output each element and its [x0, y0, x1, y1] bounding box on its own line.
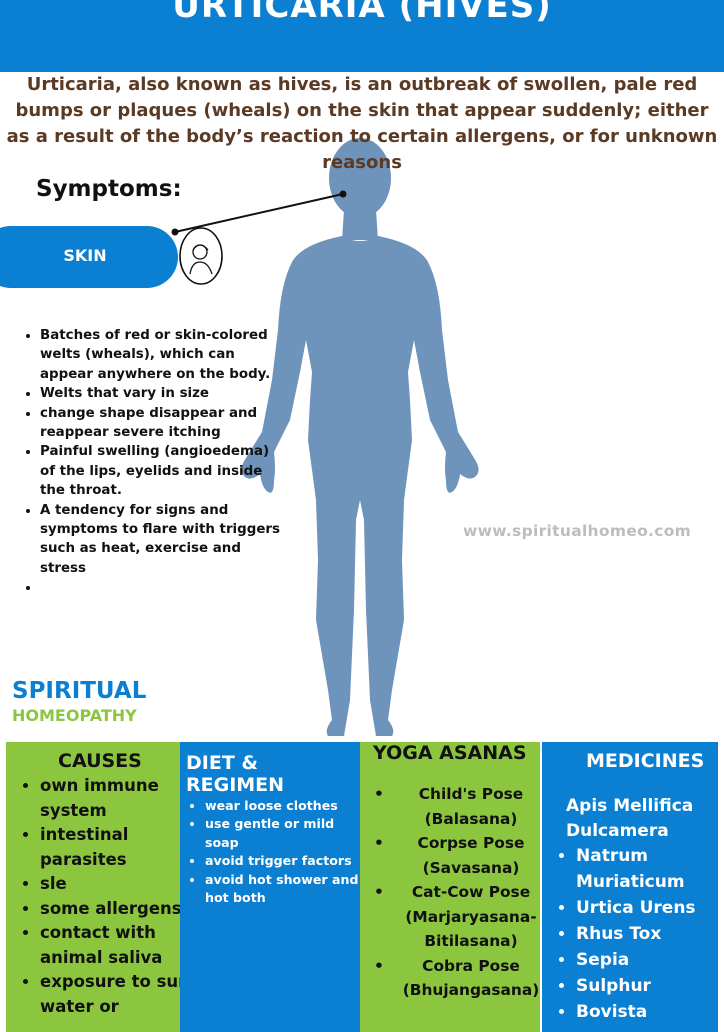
medicine-item: Sepia — [576, 947, 724, 973]
symptom-item: Batches of red or skin-colored welts (wh… — [40, 326, 280, 384]
skin-pill — [0, 226, 178, 288]
symptom-item: Painful swelling (angioedema) of the lip… — [40, 442, 280, 500]
diet-panel: DIET & REGIMEN wear loose clothes use ge… — [180, 742, 360, 1032]
diet-list: wear loose clothes use gentle or mild so… — [192, 797, 371, 907]
medicine-item: Natrum Muriaticum — [576, 843, 724, 895]
cause-item: own immune system — [40, 774, 190, 823]
yoga-item: Cobra Pose (Bhujangasana) — [374, 954, 552, 1003]
medicine-item: Urtica Urens — [576, 895, 724, 921]
yoga-item: Child's Pose (Balasana) — [374, 782, 552, 831]
yoga-list: Child's Pose (Balasana) Corpse Pose (Sav… — [372, 782, 552, 1003]
symptoms-heading: Symptoms: — [36, 176, 182, 202]
cause-item: some allergens — [40, 897, 190, 922]
website-watermark: www.spiritualhomeo.com — [463, 522, 692, 540]
diet-item: wear loose clothes — [205, 797, 371, 815]
cause-item: intestinal parasites — [40, 823, 190, 872]
body-silhouette — [241, 138, 479, 736]
cause-item: exposure to sun water or — [40, 970, 190, 1019]
yoga-panel: YOGA ASANAS Child's Pose (Balasana) Corp… — [360, 742, 540, 1032]
header-banner — [0, 0, 724, 72]
skin-pill-label: SKIN — [63, 246, 107, 265]
yoga-item: Cat-Cow Pose (Marjaryasana-Bitilasana) — [374, 880, 552, 954]
diet-item: avoid trigger factors — [205, 852, 371, 870]
brand-spiritual: SPIRITUAL — [12, 678, 147, 704]
brand-homeopathy: HOMEOPATHY — [12, 706, 137, 725]
intro-paragraph: Urticaria, also known as hives, is an ou… — [6, 74, 718, 173]
cause-item: sle — [40, 872, 190, 897]
medicines-title: MEDICINES — [586, 750, 705, 772]
skin-person-icon — [179, 227, 223, 285]
symptom-item: change shape disappear and reappear seve… — [40, 404, 280, 443]
diet-item: use gentle or mild soap — [205, 815, 371, 852]
causes-title: CAUSES — [58, 750, 142, 772]
symptom-list: Batches of red or skin-colored welts (wh… — [20, 326, 280, 598]
medicine-item: Bovista — [576, 999, 724, 1025]
symptom-item-empty — [40, 578, 280, 597]
yoga-title: YOGA ASANAS — [373, 742, 527, 764]
medicines-plain-list: Apis Mellifica Dulcamera — [566, 794, 693, 843]
medicine-item: Apis Mellifica — [566, 796, 694, 816]
medicines-panel: MEDICINES Apis Mellifica Dulcamera Natru… — [542, 742, 718, 1032]
connector-line — [171, 190, 347, 236]
medicines-list: Natrum Muriaticum Urtica Urens Rhus Tox … — [558, 843, 724, 1025]
cause-item: contact with animal saliva — [40, 921, 190, 970]
symptom-item: Welts that vary in size — [40, 384, 280, 403]
medicine-item: Dulcamera — [566, 820, 669, 841]
yoga-item: Corpse Pose (Savasana) — [374, 831, 552, 880]
page-title: URTICARIA (HIVES) — [172, 0, 552, 26]
diet-item: avoid hot shower and hot both — [205, 871, 371, 908]
causes-list: own immune system intestinal parasites s… — [20, 774, 190, 1019]
causes-panel: CAUSES own immune system intestinal para… — [6, 742, 190, 1032]
medicine-item: Sulphur — [576, 973, 724, 999]
diet-title: DIET & REGIMEN — [186, 752, 285, 796]
medicine-item: Rhus Tox — [576, 921, 724, 947]
symptom-item: A tendency for signs and symptoms to fla… — [40, 501, 280, 579]
